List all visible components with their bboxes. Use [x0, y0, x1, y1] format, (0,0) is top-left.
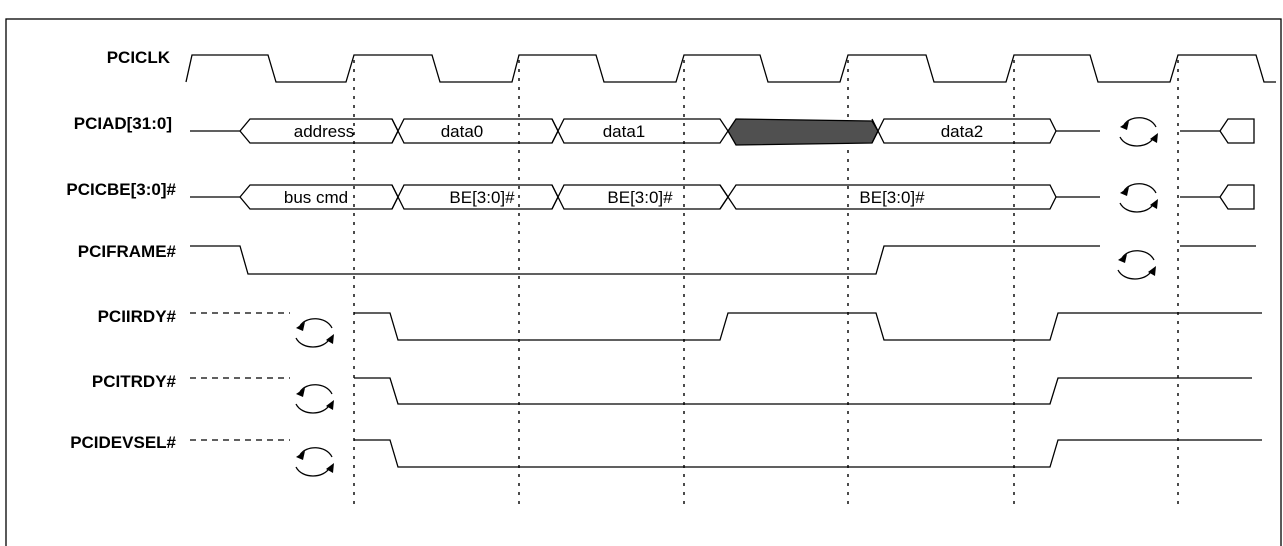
segment-label-be-1: BE[3:0]#	[449, 188, 515, 207]
pcidevsel-waveform	[354, 439, 1262, 468]
turnaround-cycle-icon	[295, 447, 335, 477]
diagram-frame	[5, 18, 1282, 546]
segment-label-data0: data0	[441, 122, 484, 141]
signal-label-pciframe: PCIFRAME#	[78, 242, 177, 261]
signal-label-pciirdy: PCIIRDY#	[98, 307, 177, 326]
signal-label-pciad: PCIAD[31:0]	[74, 114, 172, 133]
turnaround-cycle-icon	[1117, 250, 1157, 280]
pcicbe-bus: bus cmd BE[3:0]# BE[3:0]# BE[3:0]#	[190, 184, 1255, 210]
pciirdy-waveform	[354, 312, 1262, 341]
segment-label-bus-cmd: bus cmd	[284, 188, 348, 207]
pciframe-waveform	[190, 245, 1100, 275]
signal-label-pcicbe: PCICBE[3:0]#	[66, 180, 176, 199]
bus-segment-next	[1219, 184, 1255, 210]
turnaround-cycle-icon	[1119, 183, 1159, 213]
turnaround-cycle-icon	[295, 384, 335, 414]
pcitrdy-waveform	[354, 377, 1252, 405]
pciclk-waveform	[185, 54, 1276, 83]
bus-segment-next	[1219, 118, 1255, 144]
segment-label-be-3: BE[3:0]#	[859, 188, 925, 207]
pciad-bus: address data0 data1 data2	[190, 118, 1255, 146]
segment-label-data1: data1	[603, 122, 646, 141]
signal-label-pciclk: PCICLK	[107, 48, 171, 67]
signal-label-pcitrdy: PCITRDY#	[92, 372, 177, 391]
signal-label-pcidevsel: PCIDEVSEL#	[70, 433, 176, 452]
signal-labels: PCICLK PCIAD[31:0] PCICBE[3:0]# PCIFRAME…	[66, 48, 176, 452]
segment-label-data2: data2	[941, 122, 984, 141]
turnaround-cycle-icon	[1119, 117, 1159, 147]
bus-segment-turnaround-filled	[727, 118, 879, 146]
segment-label-address: address	[294, 122, 354, 141]
segment-label-be-2: BE[3:0]#	[607, 188, 673, 207]
turnaround-cycle-icon	[295, 318, 335, 348]
